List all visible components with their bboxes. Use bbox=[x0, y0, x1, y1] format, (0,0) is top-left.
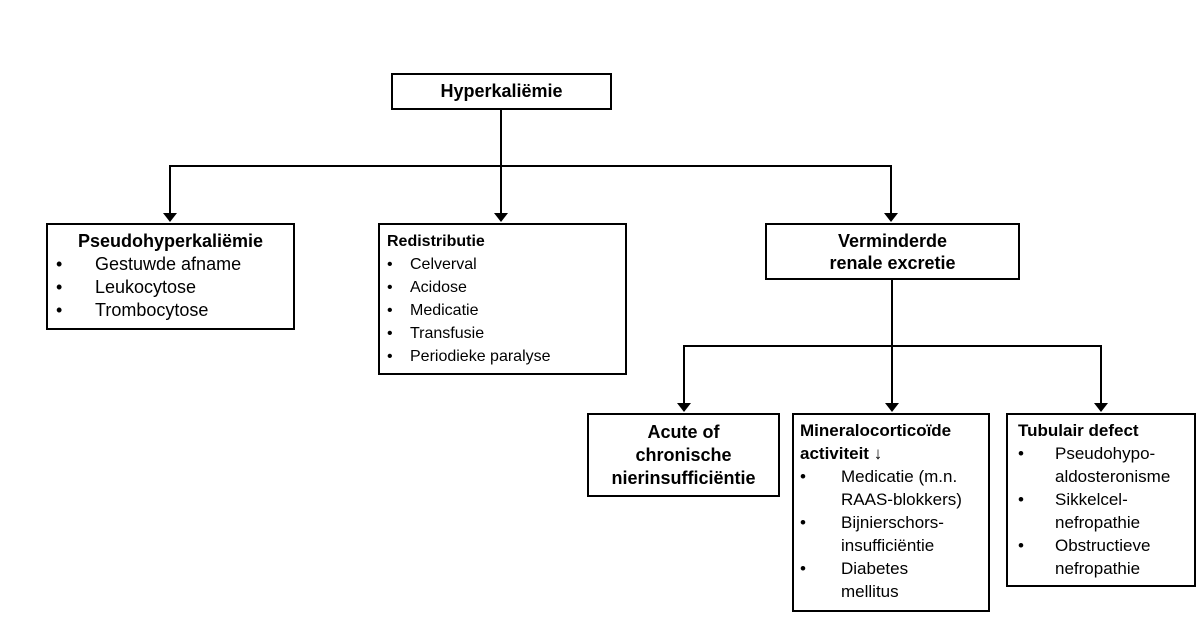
box-pseudohyperkaliemie: Pseudohyperkaliëmie • Gestuwde afname • … bbox=[46, 223, 295, 330]
bullet-icon: • bbox=[1018, 444, 1024, 463]
list-item-text: Medicatie (m.n. RAAS-blokkers) bbox=[841, 467, 962, 509]
box-pseudohyperkaliemie-title: Pseudohyperkaliëmie bbox=[77, 231, 264, 251]
bullet-icon: • bbox=[387, 302, 393, 319]
list-item-text: Acidose bbox=[410, 279, 467, 296]
level1-connectors bbox=[163, 110, 898, 222]
bullet-icon: • bbox=[56, 277, 63, 297]
arrowhead-tubulair-icon bbox=[1094, 403, 1108, 412]
list-item-text: Medicatie bbox=[410, 302, 479, 319]
list-item: • Leukocytose bbox=[56, 276, 285, 299]
box-hyperkaliemie-title: Hyperkaliëmie bbox=[440, 81, 563, 101]
bullet-icon: • bbox=[1018, 490, 1024, 509]
bullet-icon: • bbox=[800, 467, 806, 486]
list-item-text: Pseudohypo- aldosteronisme bbox=[1055, 444, 1171, 486]
list-item-text: Leukocytose bbox=[95, 277, 197, 297]
list-item: • Obstructieve nefropathie bbox=[1018, 534, 1190, 580]
box-redistributie-title: Redistributie bbox=[387, 233, 485, 250]
box-verminderde-renale-excretie: Verminderde renale excretie bbox=[765, 223, 1020, 280]
box-nierinsufficientie: Acute of chronische nierinsufficiëntie bbox=[587, 413, 780, 497]
box-mineralocorticoide-title: Mineralocorticoïde activiteit ↓ bbox=[800, 421, 952, 463]
box-verminderde-renale-excretie-title: Verminderde renale excretie bbox=[829, 230, 956, 273]
bullet-icon: • bbox=[800, 559, 806, 578]
list-item: • Bijnierschors- insufficiëntie bbox=[800, 511, 984, 557]
bullet-icon: • bbox=[387, 279, 393, 296]
list-item-text: Trombocytose bbox=[95, 300, 209, 320]
list-item-text: Gestuwde afname bbox=[95, 254, 242, 274]
bullet-icon: • bbox=[387, 348, 393, 365]
arrowhead-pseudo-icon bbox=[163, 213, 177, 222]
list-item-text: Diabetes mellitus bbox=[841, 559, 909, 601]
bullet-icon: • bbox=[56, 254, 63, 274]
list-item: • Medicatie bbox=[387, 299, 619, 322]
bullet-icon: • bbox=[387, 256, 393, 273]
list-item-text: Periodieke paralyse bbox=[410, 348, 551, 365]
box-nierinsufficientie-title: Acute of chronische nierinsufficiëntie bbox=[611, 421, 756, 488]
box-redistributie: Redistributie • Celverval • Acidose • Me… bbox=[378, 223, 627, 375]
box-tubulair-defect-title: Tubulair defect bbox=[1018, 421, 1139, 440]
bullet-icon: • bbox=[56, 300, 63, 320]
list-item-text: Bijnierschors- insufficiëntie bbox=[841, 513, 944, 555]
box-tubulair-defect: Tubulair defect • Pseudohypo- aldosteron… bbox=[1006, 413, 1196, 587]
bullet-icon: • bbox=[387, 325, 393, 342]
list-item: • Acidose bbox=[387, 276, 619, 299]
list-item: • Diabetes mellitus bbox=[800, 557, 984, 603]
list-item-text: Transfusie bbox=[410, 325, 485, 342]
list-item: • Periodieke paralyse bbox=[387, 345, 619, 368]
list-item-text: Sikkelcel- nefropathie bbox=[1055, 490, 1141, 532]
list-item: • Transfusie bbox=[387, 322, 619, 345]
list-item: • Medicatie (m.n. RAAS-blokkers) bbox=[800, 465, 984, 511]
arrowhead-renale-icon bbox=[884, 213, 898, 222]
list-item-text: Celverval bbox=[410, 256, 477, 273]
bullet-icon: • bbox=[800, 513, 806, 532]
level2-connectors bbox=[677, 280, 1108, 412]
arrowhead-redistributie-icon bbox=[494, 213, 508, 222]
arrowhead-acute-icon bbox=[677, 403, 691, 412]
arrowhead-mineralo-icon bbox=[885, 403, 899, 412]
bullet-icon: • bbox=[1018, 536, 1024, 555]
list-item-text: Obstructieve nefropathie bbox=[1055, 536, 1151, 578]
box-hyperkaliemie: Hyperkaliëmie bbox=[391, 73, 612, 110]
list-item: • Trombocytose bbox=[56, 299, 285, 322]
list-item: • Gestuwde afname bbox=[56, 253, 285, 276]
list-item: • Pseudohypo- aldosteronisme bbox=[1018, 442, 1190, 488]
list-item: • Sikkelcel- nefropathie bbox=[1018, 488, 1190, 534]
box-mineralocorticoide: Mineralocorticoïde activiteit ↓ • Medica… bbox=[792, 413, 990, 612]
list-item: • Celverval bbox=[387, 253, 619, 276]
